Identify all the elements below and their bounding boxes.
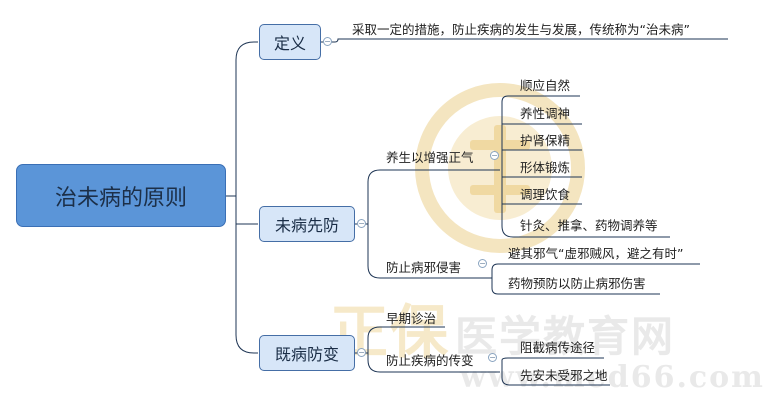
collapse-toggle-nourish[interactable]: − [490, 151, 499, 160]
branch-protect[interactable]: 防止病邪侵害 [386, 260, 462, 275]
leaf-transmission-2[interactable]: 先安未受邪之地 [520, 368, 608, 383]
collapse-toggle-control[interactable]: − [357, 348, 366, 357]
leaf-nourish-4[interactable]: 形体锻炼 [520, 160, 571, 175]
leaf-protect-1[interactable]: 避其邪气“虚邪贼风，避之有时” [508, 246, 684, 261]
collapse-toggle-definition[interactable]: − [323, 37, 332, 46]
node-definition[interactable]: 定义 [259, 24, 321, 60]
leaf-protect-2[interactable]: 药物预防以防止病邪伤害 [508, 276, 646, 291]
watermark-logo [415, 83, 585, 253]
branch-nourish[interactable]: 养生以增强正气 [386, 150, 474, 165]
watermark-name: 医学教育网 [455, 312, 676, 361]
watermark-url: www.med66.com [460, 360, 765, 395]
branch-early-treatment[interactable]: 早期诊治 [386, 311, 437, 326]
collapse-toggle-prevention[interactable]: − [357, 219, 366, 228]
leaf-nourish-1[interactable]: 顺应自然 [520, 78, 571, 93]
node-control[interactable]: 既病防变 [259, 335, 355, 371]
branch-transmission[interactable]: 防止疾病的传变 [386, 353, 474, 368]
collapse-toggle-protect[interactable]: − [478, 259, 487, 268]
node-prevention[interactable]: 未病先防 [259, 206, 355, 242]
leaf-nourish-3[interactable]: 护肾保精 [520, 133, 571, 148]
connector-lines [226, 38, 728, 386]
definition-text[interactable]: 采取一定的措施，防止疾病的发生与发展，传统称为“治未病” [352, 22, 690, 37]
leaf-transmission-1[interactable]: 阻截病传途径 [520, 340, 596, 355]
leaf-nourish-5[interactable]: 调理饮食 [520, 187, 571, 202]
leaf-nourish-6[interactable]: 针灸、推拿、药物调养等 [520, 218, 658, 233]
leaf-nourish-2[interactable]: 养性调神 [520, 106, 571, 121]
collapse-toggle-transmission[interactable]: − [488, 353, 497, 362]
root-node[interactable]: 治未病的原则 [16, 164, 226, 227]
